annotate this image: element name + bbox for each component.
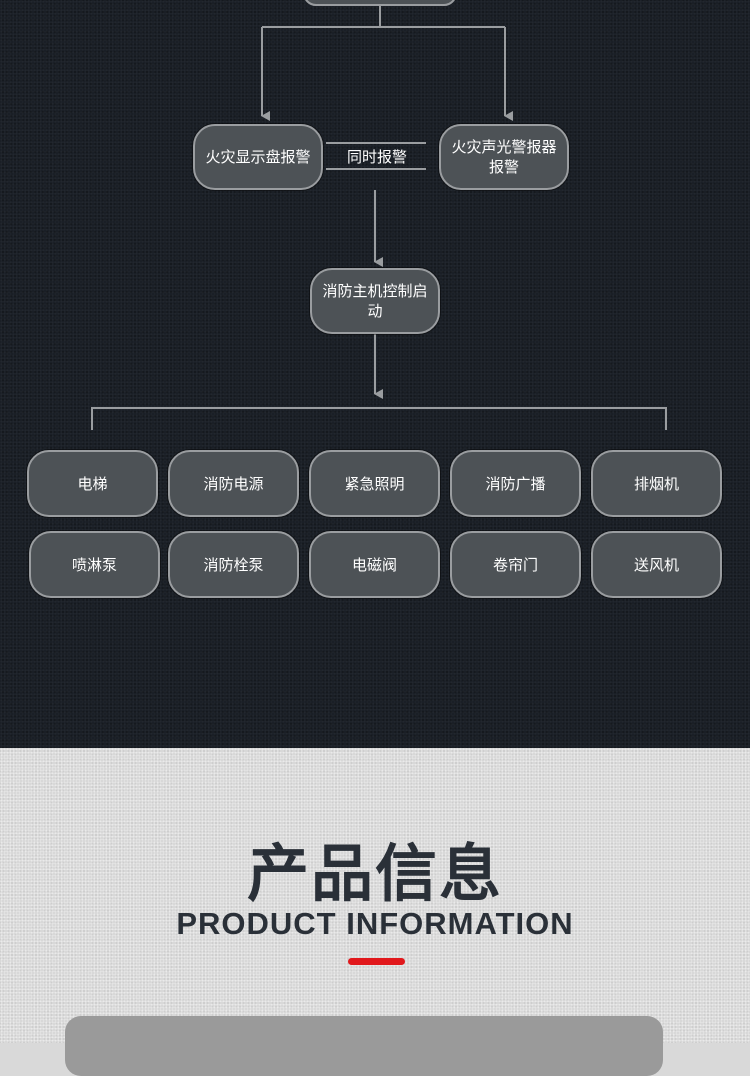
equipment-node-smoke-exhaust: 排烟机 xyxy=(591,450,722,517)
node-main-control: 消防主机控制启动 xyxy=(310,268,440,334)
equipment-node-rolling-shutter: 卷帘门 xyxy=(450,531,581,598)
equipment-node-fire-power: 消防电源 xyxy=(168,450,299,517)
product-info-section xyxy=(0,748,750,1043)
product-info-title-en: PRODUCT INFORMATION xyxy=(176,906,574,941)
node-fire-display-panel: 火灾显示盘报警 xyxy=(193,124,323,190)
product-info-title-cn: 产品信息 xyxy=(246,837,503,910)
flowchart-connectors xyxy=(91,6,667,430)
equipment-node-fire-broadcast: 消防广播 xyxy=(450,450,581,517)
equipment-node-elevator: 电梯 xyxy=(27,450,158,517)
node-fire-audible-visual-alarm: 火灾声光警报器报警 xyxy=(439,124,569,190)
label-simultaneous-alarm: 同时报警 xyxy=(346,148,407,166)
equipment-node-emergency-lighting: 紧急照明 xyxy=(309,450,440,517)
equipment-node-solenoid-valve: 电磁阀 xyxy=(309,531,440,598)
equipment-node-hydrant-pump: 消防栓泵 xyxy=(168,531,299,598)
flowchart-section: 火灾显示盘报警 同时报警 火灾声光警报器报警 消防主机控制启动 电梯 消防电源 … xyxy=(0,0,750,748)
equipment-node-air-supply-fan: 送风机 xyxy=(591,531,722,598)
product-info-panel xyxy=(65,1016,663,1076)
equipment-node-sprinkler-pump: 喷淋泵 xyxy=(29,531,160,598)
title-accent-bar xyxy=(348,958,405,965)
